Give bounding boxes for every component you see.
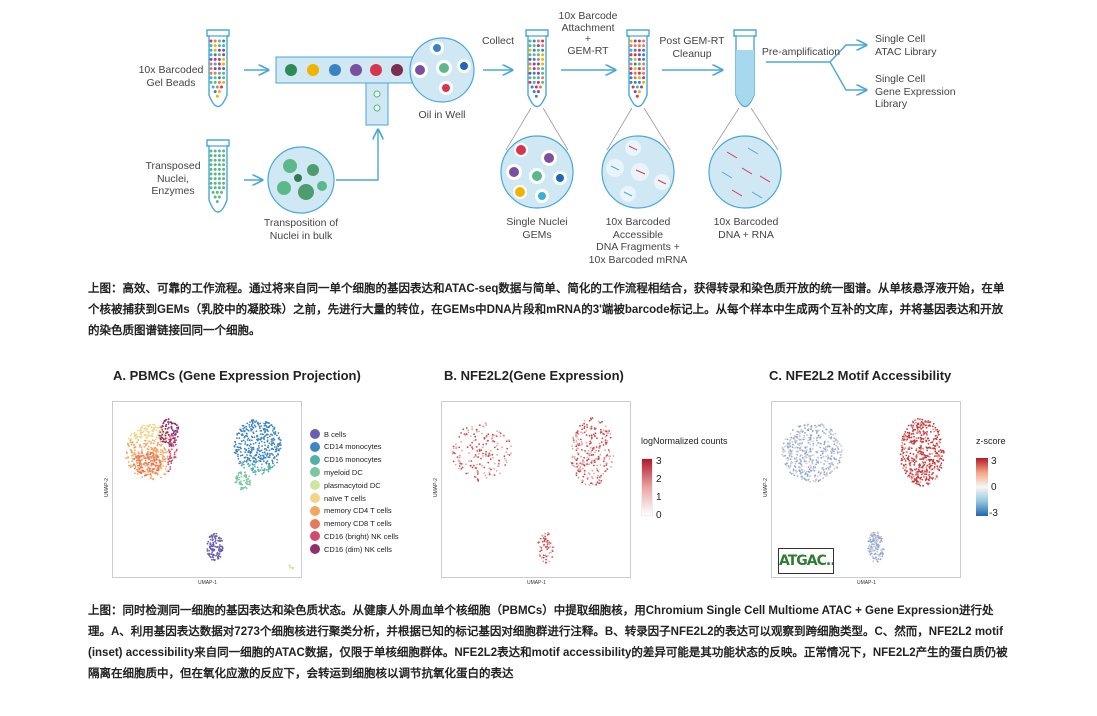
umap-b-y-label: UMAP-2 (433, 478, 439, 497)
colorbar-b (641, 458, 653, 516)
colorbar-b-tick: 2 (656, 474, 662, 485)
legend-swatch (310, 429, 320, 439)
colorbar-c-tick: -3 (989, 508, 998, 519)
legend-swatch (310, 518, 320, 529)
gem-tube (525, 29, 549, 108)
umap-a-scatter (125, 418, 295, 570)
umap-b-scatter (451, 417, 615, 564)
oil-label: Oil in Well (418, 109, 466, 121)
motif-logo-inset: ATGAC...AC (778, 548, 834, 574)
legend-swatch (310, 544, 320, 555)
oil-well (409, 37, 475, 103)
fragments-circle (601, 135, 675, 209)
cleanup-tube (733, 29, 757, 108)
legend-label: CD16 monocytes (324, 455, 382, 465)
microfluidic-channel (275, 56, 415, 126)
umap-a-x-label: UMAP-1 (198, 580, 217, 586)
legend-item: plasmacytoid DC (310, 480, 381, 491)
legend-label: B cells (324, 429, 347, 439)
post-gem-label: Post GEM-RT Cleanup (659, 35, 725, 60)
gem-rt-tube (626, 29, 650, 108)
nuclei-tube (206, 139, 230, 213)
colorbar-c-tick: 0 (991, 482, 997, 493)
preamp-label: Pre-amplification (761, 46, 841, 58)
colorbar-b-tick: 3 (656, 456, 662, 467)
legend-label: memory CD8 T cells (324, 519, 392, 529)
legend-label: myeloid DC (324, 467, 363, 477)
umap-a-y-label: UMAP-2 (104, 478, 110, 497)
legend-item: memory CD4 T cells (310, 505, 392, 516)
legend-item: CD16 (dim) NK cells (310, 544, 392, 555)
panel-a-title: A. PBMCs (Gene Expression Projection) (113, 368, 361, 383)
legend-swatch (310, 467, 320, 478)
gems-label: Single Nuclei GEMs (506, 216, 568, 241)
umap-c-x-label: UMAP-1 (857, 580, 876, 586)
gems-circle (500, 135, 574, 209)
colorbar-c-tick: 3 (991, 456, 997, 467)
beads-tube (206, 29, 230, 108)
legend-label: naïve T cells (324, 493, 366, 503)
gex-library-label: Single Cell Gene Expression Library (875, 73, 956, 110)
legend-item: CD14 monocytes (310, 441, 382, 452)
legend-item: CD16 (bright) NK cells (310, 531, 399, 542)
legend-swatch (310, 480, 320, 491)
umap-c-scatter (781, 417, 945, 563)
legend-swatch (310, 531, 320, 542)
umap-c-y-label: UMAP-2 (763, 478, 769, 497)
workflow-diagram (206, 29, 1097, 214)
umap-b-x-label: UMAP-1 (527, 580, 546, 586)
colorbar-c (976, 458, 988, 516)
transposition-circle (267, 146, 335, 214)
beads-label: 10x Barcoded Gel Beads (138, 64, 204, 89)
caption-top: 上图：高效、可靠的工作流程。通过将来自同一单个细胞的基因表达和ATAC-seq数… (88, 283, 1005, 337)
fragments-label: 10x Barcoded Accessible DNA Fragments + … (588, 216, 688, 266)
legend-label: memory CD4 T cells (324, 506, 392, 516)
legend-swatch (310, 454, 320, 465)
panel-b-title: B. NFE2L2(Gene Expression) (444, 368, 624, 383)
dna-rna-circle (708, 135, 782, 209)
umap-panel-a (112, 401, 302, 578)
collect-label: Collect (481, 35, 515, 47)
colorbar-b-tick: 0 (656, 510, 662, 521)
legend-label: plasmacytoid DC (324, 480, 381, 490)
colorbar-b-title: logNormalized counts (641, 436, 728, 446)
legend-label: CD16 (dim) NK cells (324, 544, 392, 554)
legend-item: myeloid DC (310, 467, 363, 478)
nuclei-label: Transposed Nuclei, Enzymes (145, 160, 201, 197)
legend-item: CD16 monocytes (310, 454, 382, 465)
atac-library-label: Single Cell ATAC Library (875, 33, 937, 58)
legend-label: CD14 monocytes (324, 442, 382, 452)
legend-label: CD16 (bright) NK cells (324, 531, 399, 541)
panel-c-title: C. NFE2L2 Motif Accessibility (769, 368, 952, 383)
barcode-attach-label: 10x Barcode Attachment + GEM-RT (558, 10, 618, 57)
caption-bottom: 上图：同时检测同一细胞的基因表达和染色质状态。从健康人外周血单个核细胞（PBMC… (88, 605, 1008, 680)
legend-item: memory CD8 T cells (310, 518, 392, 529)
legend-swatch (310, 493, 320, 503)
colorbar-b-tick: 1 (656, 492, 662, 503)
colorbar-c-title: z-score (976, 436, 1006, 446)
legend-item: naïve T cells (310, 493, 366, 503)
transposition-label: Transposition of Nuclei in bulk (263, 217, 339, 242)
umap-panel-b (441, 401, 631, 578)
legend-item: B cells (310, 429, 346, 439)
legend-swatch (310, 505, 320, 516)
dna-rna-label: 10x Barcoded DNA + RNA (713, 216, 779, 241)
umap-panel-c: ATGAC...AC (771, 401, 961, 578)
motif-logo-text: ATGAC...AC (779, 553, 834, 569)
legend-swatch (310, 441, 320, 452)
